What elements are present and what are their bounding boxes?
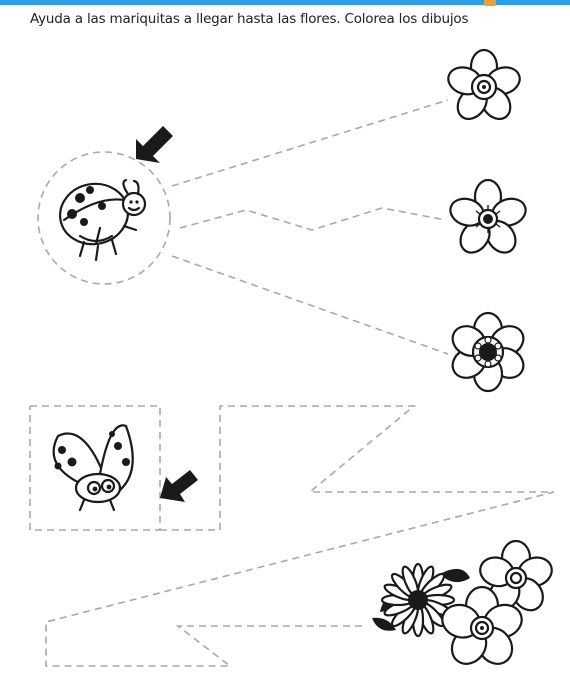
path-to-flower-2[interactable] (179, 207, 447, 231)
path-to-flower-3[interactable] (171, 255, 449, 355)
flower-icon (451, 311, 525, 393)
ladybug-1-circle (37, 151, 171, 285)
top-accent-bar (0, 0, 570, 5)
flower-bouquet (372, 539, 553, 665)
path-to-bouquet[interactable] (45, 405, 555, 667)
page-badge (484, 0, 496, 6)
flower-icon (479, 539, 553, 612)
flower-icon (447, 48, 521, 121)
flower-icon (441, 585, 523, 665)
arrow-icon (136, 126, 173, 163)
ladybug-icon (52, 424, 134, 512)
instruction-text: Ayuda a las mariquitas a llegar hasta la… (30, 11, 469, 27)
ladybug-icon (59, 178, 147, 262)
flower-icon (380, 562, 456, 638)
arrow-icon (160, 470, 198, 502)
flower-icon (449, 178, 527, 254)
dashed-paths (29, 99, 555, 667)
path-to-flower-1[interactable] (171, 99, 449, 187)
